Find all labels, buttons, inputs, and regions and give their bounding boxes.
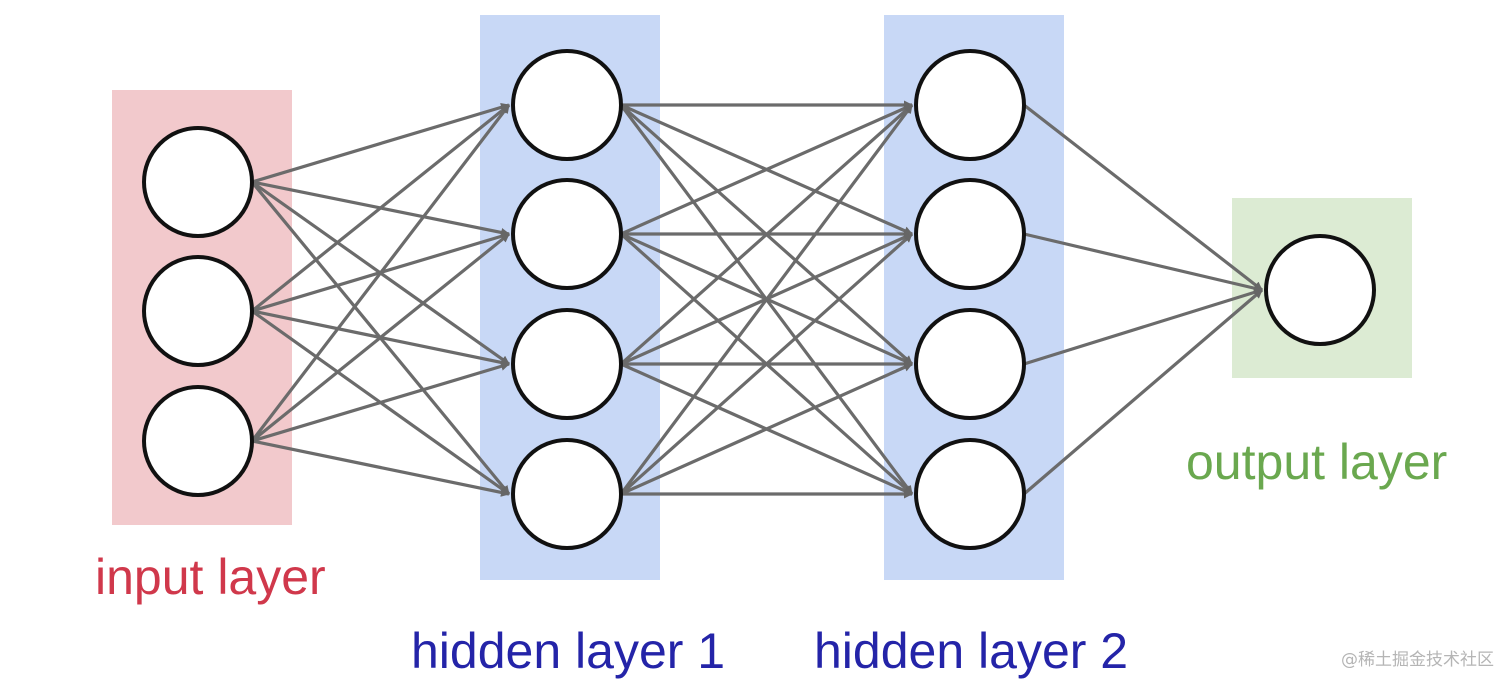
input-layer-label: input layer bbox=[95, 549, 326, 605]
connection-input-1-to-hidden1-1 bbox=[251, 102, 510, 184]
connection-hidden1-4-to-hidden2-2 bbox=[619, 232, 914, 496]
input-node-3 bbox=[142, 385, 254, 497]
connection-hidden1-3-to-hidden2-1 bbox=[619, 103, 914, 366]
input-node-2 bbox=[142, 255, 254, 367]
hidden2-node-3 bbox=[914, 308, 1026, 420]
connection-input-3-to-hidden1-1 bbox=[250, 104, 511, 442]
connection-hidden2-4-to-output-1 bbox=[1022, 288, 1264, 496]
connection-hidden2-2-to-output-1 bbox=[1023, 232, 1263, 293]
connection-input-3-to-hidden1-3 bbox=[251, 361, 510, 443]
hidden1-node-4 bbox=[511, 438, 623, 550]
output-layer-label: output layer bbox=[1186, 434, 1448, 490]
connection-input-3-to-hidden1-4 bbox=[251, 439, 510, 497]
hidden1-node-1 bbox=[511, 49, 623, 161]
connection-input-2-to-hidden1-1 bbox=[250, 103, 511, 313]
connection-hidden1-4-to-hidden2-1 bbox=[619, 104, 914, 495]
hidden2-node-1 bbox=[914, 49, 1026, 161]
input-node-1 bbox=[142, 126, 254, 238]
connection-hidden1-2-to-hidden2-1 bbox=[620, 103, 913, 236]
hidden2-node-4 bbox=[914, 438, 1026, 550]
connection-input-3-to-hidden1-2 bbox=[250, 232, 511, 443]
hidden1-node-2 bbox=[511, 178, 623, 290]
output-node-1 bbox=[1264, 234, 1376, 346]
connection-hidden2-1-to-output-1 bbox=[1023, 103, 1263, 292]
hidden-layer-2-label: hidden layer 2 bbox=[814, 623, 1129, 679]
watermark: @稀土掘金技术社区 bbox=[1341, 650, 1494, 670]
hidden1-node-3 bbox=[511, 308, 623, 420]
hidden2-node-2 bbox=[914, 178, 1026, 290]
connection-hidden1-4-to-hidden2-3 bbox=[620, 362, 913, 496]
hidden-layer-1-label: hidden layer 1 bbox=[411, 623, 726, 679]
connection-hidden2-3-to-output-1 bbox=[1023, 288, 1263, 366]
